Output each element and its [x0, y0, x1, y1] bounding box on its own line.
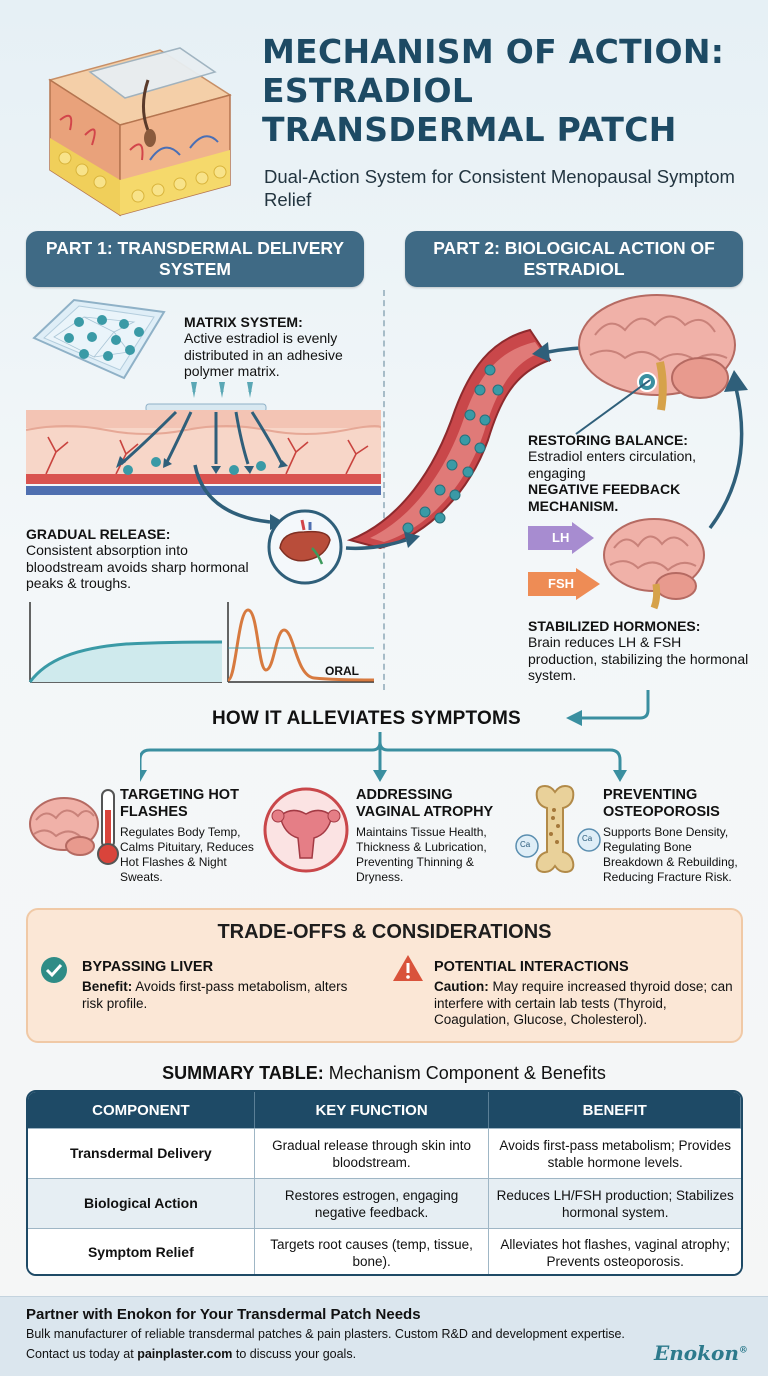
table-cell: Alleviates hot flashes, vaginal atrophy;…	[500, 1236, 731, 1269]
transdermal-release-graph	[28, 602, 222, 683]
table-cell: Transdermal Delivery	[28, 1129, 255, 1178]
table-header-cell: BENEFIT	[489, 1092, 741, 1128]
matrix-patch-icon	[32, 298, 166, 380]
table-cell: Targets root causes (temp, tissue, bone)…	[255, 1229, 490, 1274]
brain-icon	[603, 518, 705, 610]
liver-bypass-text: Benefit: Avoids first-pass metabolism, a…	[82, 979, 348, 1011]
symptom-vaginal-atrophy: ADDRESSING VAGINAL ATROPHY Maintains Tis…	[356, 787, 494, 884]
table-cell: Gradual release through skin into bloods…	[255, 1129, 490, 1178]
table-cell: Symptom Relief	[28, 1229, 255, 1274]
calcium-label-left: Ca	[520, 840, 531, 849]
table-cell: Biological Action	[28, 1179, 255, 1228]
feedback-loop-arrow	[708, 370, 748, 530]
brain-hypothalamus-icon	[578, 294, 736, 411]
page-subtitle: Dual-Action System for Consistent Menopa…	[264, 166, 735, 210]
oral-graph-label: ORAL	[325, 664, 359, 678]
check-circle-icon	[41, 957, 67, 983]
table-row: Biological Action Restores estrogen, eng…	[28, 1178, 741, 1228]
summary-table-title: SUMMARY TABLE: Mechanism Component & Ben…	[162, 1063, 606, 1083]
part-divider	[383, 290, 385, 690]
brain-thermometer-icon	[29, 789, 119, 865]
table-header-cell: COMPONENT	[28, 1092, 255, 1128]
tradeoffs-heading: TRADE-OFFS & CONSIDERATIONS	[217, 921, 552, 943]
interactions-text: Caution: May require increased thyroid d…	[434, 979, 733, 1027]
stabilized-hormones-label: STABILIZED HORMONES: Brain reduces LH & …	[528, 618, 749, 683]
fsh-arrow	[528, 568, 600, 605]
table-header-cell: KEY FUNCTION	[255, 1092, 490, 1128]
liver-to-vessel-arrow	[345, 532, 420, 551]
to-symptoms-arrow	[566, 690, 650, 726]
part2-heading: PART 2: BIOLOGICAL ACTION OF ESTRADIOL	[405, 231, 743, 287]
summary-table: COMPONENT KEY FUNCTION BENEFIT Transderm…	[26, 1090, 743, 1276]
warning-triangle-icon	[393, 955, 423, 981]
blood-vessel-illustration	[346, 328, 552, 550]
symptoms-heading: HOW IT ALLEVIATES SYMPTOMS	[212, 708, 521, 729]
matrix-system-label: MATRIX SYSTEM: Active estradiol is evenl…	[184, 314, 343, 379]
skin-layer-illustration	[48, 47, 232, 217]
liver-bypass-title: BYPASSING LIVER	[82, 959, 214, 975]
table-header-row: COMPONENT KEY FUNCTION BENEFIT	[28, 1092, 741, 1128]
table-cell: Restores estrogen, engaging negative fee…	[255, 1179, 490, 1228]
lh-label: LH	[552, 530, 570, 545]
liver-icon	[267, 509, 343, 585]
table-cell: Reduces LH/FSH production; Stabilizes ho…	[496, 1187, 734, 1220]
symptoms-branch-arrows	[140, 732, 627, 782]
restoring-balance-label: RESTORING BALANCE: Estradiol enters circ…	[528, 432, 697, 514]
calcium-label-right: Ca	[582, 834, 593, 843]
gradual-release-label: GRADUAL RELEASE: Consistent absorption i…	[26, 526, 249, 591]
footer-line1: Bulk manufacturer of reliable transderma…	[26, 1327, 625, 1341]
brand-logo: Enokon®	[654, 1341, 748, 1365]
symptom-osteoporosis: PREVENTING OSTEOPOROSIS Supports Bone De…	[603, 787, 738, 884]
part1-heading: PART 1: TRANSDERMAL DELIVERY SYSTEM	[26, 231, 364, 287]
table-row: Symptom Relief Targets root causes (temp…	[28, 1228, 741, 1274]
footer-website-link[interactable]: painplaster.com	[137, 1347, 233, 1361]
brain-pointer-line	[575, 379, 651, 435]
lh-arrow	[528, 522, 594, 559]
interactions-title: POTENTIAL INTERACTIONS	[434, 959, 629, 975]
footer	[0, 1296, 768, 1376]
table-row: Transdermal Delivery Gradual release thr…	[28, 1128, 741, 1178]
fsh-label: FSH	[548, 576, 574, 591]
symptom-hot-flashes: TARGETING HOT FLASHES Regulates Body Tem…	[120, 787, 254, 884]
oral-release-graph	[226, 602, 374, 683]
tradeoffs-box	[26, 908, 743, 1043]
bone-calcium-icon	[515, 784, 601, 874]
table-cell: Avoids first-pass metabolism; Provides s…	[499, 1137, 731, 1170]
uterus-icon	[263, 787, 349, 873]
footer-line2: Contact us today at painplaster.com to d…	[26, 1347, 357, 1361]
page-title: MECHANISM OF ACTION: ESTRADIOL TRANSDERM…	[262, 32, 725, 149]
footer-title: Partner with Enokon for Your Transdermal…	[26, 1306, 421, 1323]
